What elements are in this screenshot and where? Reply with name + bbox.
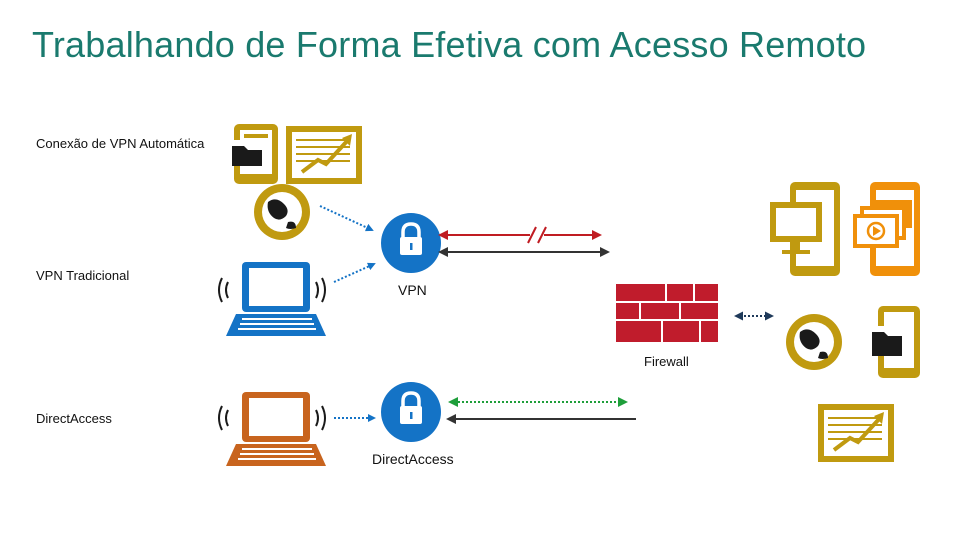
globe-icon (786, 314, 842, 370)
vpn-connector (333, 262, 376, 283)
auto-vpn-connector (319, 205, 374, 232)
document-chart-icon (286, 126, 362, 184)
document-chart-icon (818, 404, 894, 462)
broken-connection-arrow (438, 226, 610, 257)
directaccess-connection-arrow (446, 397, 636, 424)
label-traditional-vpn: VPN Tradicional (36, 268, 130, 283)
label-auto-vpn: Conexão de VPN Automática (36, 136, 205, 151)
wireless-signal-icon (218, 405, 326, 431)
phone-folder-icon (230, 124, 278, 184)
laptop-vpn-icon (226, 262, 326, 336)
label-vpn-gateway: VPN (398, 282, 427, 298)
label-da-gateway: DirectAccess (372, 451, 454, 467)
laptop-directaccess-icon (226, 392, 326, 466)
label-direct-access: DirectAccess (36, 411, 112, 426)
directaccess-lock-icon (381, 382, 441, 442)
firewall-icon (616, 284, 718, 342)
media-phone-icon (853, 182, 920, 276)
desktop-phone-icon (770, 182, 840, 276)
wireless-signal-icon (218, 277, 326, 303)
label-firewall: Firewall (644, 354, 689, 369)
phone-folder-icon (870, 306, 920, 378)
globe-icon (254, 184, 310, 240)
vpn-lock-icon (381, 213, 441, 273)
page-title: Trabalhando de Forma Efetiva com Acesso … (32, 24, 867, 65)
